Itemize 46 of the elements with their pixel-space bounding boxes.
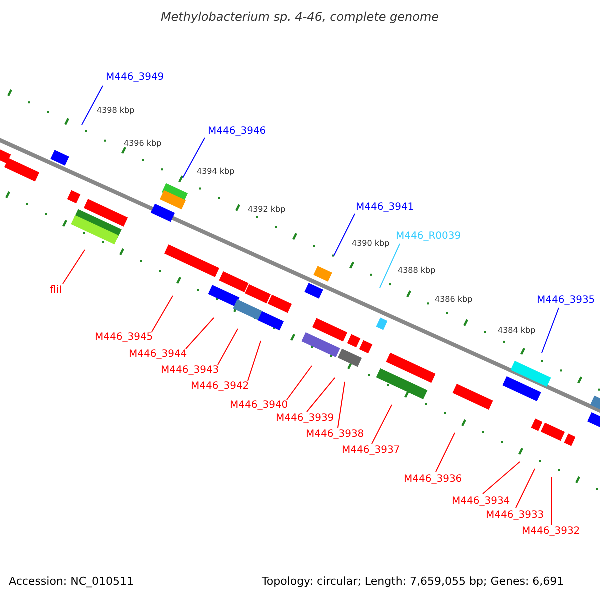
tick-label: 4396 kbp [124,140,162,148]
footer-text: Topology: circular; Length: 7,659,055 bp; Genes: 6,691 [262,576,564,587]
gene-label: M446_3945 [95,333,154,343]
leader-line [334,214,356,256]
tick-label: 4394 kbp [197,168,235,176]
gene-label: M446_3935 [537,296,596,306]
gene-label: M446_3933 [486,511,544,521]
gene-label: M446_3936 [404,475,462,485]
tick-label: 4398 kbp [97,107,135,115]
leader-line [542,308,560,354]
leader-line [286,366,312,400]
leader-line [62,250,86,284]
leader-line [436,432,456,472]
gene-label: M446_3938 [306,430,364,440]
gene-label: fliI [50,286,62,296]
leader-line [152,296,174,332]
leader-line [186,318,214,350]
leader-line [306,378,336,412]
tick-label: 4386 kbp [435,296,473,304]
leader-line [82,86,104,126]
gene-label: M446_3940 [230,401,288,411]
gene-label: M446_3937 [342,446,400,456]
gene-label: M446_3934 [452,497,510,507]
tick-label: 4388 kbp [398,267,436,275]
gene-label: M446_3932 [522,527,580,537]
gene-label: M446_3949 [106,73,164,83]
gene-label: M446_3941 [356,203,414,213]
leader-line [380,244,400,288]
leader-line [372,404,392,444]
gene-label: M446_3942 [191,382,250,392]
gene-label: M446_3943 [161,366,220,376]
leader-line [248,340,262,382]
gene-label: M446_3946 [208,127,266,137]
tick-label: 4392 kbp [248,206,286,214]
leader-line [218,328,238,366]
leader-line [182,138,206,178]
footer-text: Accession: NC_010511 [9,576,134,587]
tick-label: 4384 kbp [498,327,536,335]
title: Methylobacterium sp. 4-46, complete genome [160,11,440,23]
gene-label: M446_R0039 [396,232,462,242]
leader-line [516,468,536,508]
gene-label: M446_3944 [129,350,188,360]
leader-line [338,382,346,428]
gene-label: M446_3939 [276,414,334,424]
tick-label: 4390 kbp [352,240,390,248]
leader-line [482,462,520,494]
